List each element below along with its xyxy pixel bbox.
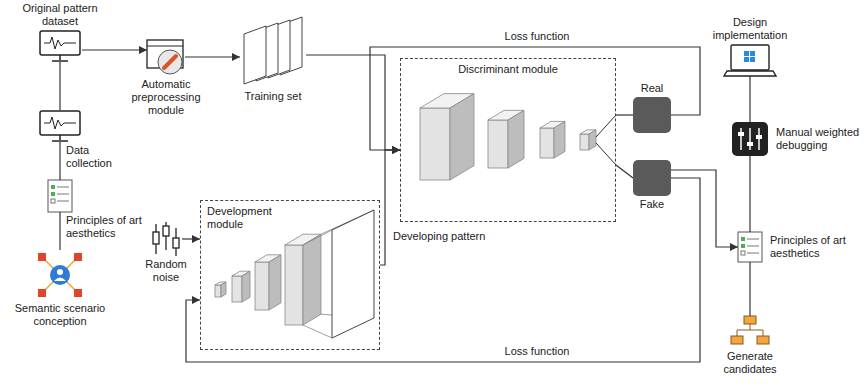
node-label: Real — [627, 82, 677, 95]
semantic-network-icon — [38, 253, 82, 297]
connector — [671, 170, 738, 247]
semantic-network: Semantic scenario conception — [35, 250, 85, 300]
connector — [59, 62, 60, 110]
aesthetics-document: Principles of art aesthetics — [48, 180, 72, 212]
candidates-tree: Generate candidates — [730, 316, 770, 348]
document-icon — [738, 232, 762, 262]
node-label: Development module — [207, 205, 287, 231]
label-wrap: Principles of art aesthetics — [66, 214, 146, 240]
aesthetics-document: Principles of art aesthetics — [738, 232, 762, 262]
connector — [185, 56, 240, 57]
label-wrap: Real — [627, 82, 677, 95]
node-label: Semantic scenario conception — [8, 302, 112, 328]
label-wrap: Automatic preprocessing module — [120, 78, 212, 117]
connector — [82, 49, 147, 50]
connector-label: Loss function — [490, 345, 584, 358]
label-wrap: Original pattern dataset — [12, 2, 108, 28]
node-label: Manual weighted debugging — [776, 126, 862, 152]
node-label: Design implementation — [704, 16, 796, 42]
label-wrap: Generate candidates — [700, 350, 800, 376]
debugging-sliders: Manual weighted debugging — [732, 122, 768, 156]
random-noise-icon — [153, 222, 179, 256]
connector-label: Developing pattern — [391, 230, 487, 243]
connector — [306, 55, 400, 150]
training-sheets — [244, 17, 302, 84]
connector — [616, 114, 633, 115]
connector — [749, 156, 750, 232]
data-collection-monitor: Data collection — [38, 110, 82, 142]
label-wrap: Design implementation — [704, 16, 796, 42]
node-label: Training set — [233, 90, 313, 103]
preprocessing-icon — [147, 40, 183, 74]
preprocessing-module: Automatic preprocessing module — [147, 38, 185, 76]
node-label: Original pattern dataset — [12, 2, 108, 28]
real-output: Real — [633, 97, 671, 133]
label-wrap: Training set — [233, 90, 313, 103]
node-label: Automatic preprocessing module — [120, 78, 212, 117]
connector — [182, 238, 200, 239]
connector — [380, 150, 400, 265]
connector — [370, 47, 700, 150]
node-label: Data collection — [66, 144, 138, 170]
node-label: Random noise — [134, 258, 198, 284]
connector-label: Loss function — [490, 30, 584, 43]
sliders-icon — [732, 122, 768, 156]
node-label: Fake — [627, 198, 677, 211]
label-wrap: Data collection — [66, 144, 138, 170]
connector — [59, 142, 60, 180]
discriminant-layers — [420, 94, 616, 180]
label-wrap: Manual weighted debugging — [776, 126, 862, 152]
fake-output: Fake — [633, 160, 671, 196]
tree-icon — [731, 316, 769, 344]
connector — [186, 178, 700, 362]
connector — [749, 262, 750, 316]
monitor-icon — [40, 111, 80, 141]
node-label: Generate candidates — [700, 350, 800, 376]
label-wrap: Principles of art aesthetics — [770, 234, 856, 260]
discriminant-module: Discriminant module — [400, 58, 616, 222]
connector — [59, 212, 60, 250]
random-noise: Random noise — [150, 222, 182, 256]
label-wrap: Development module — [207, 205, 287, 231]
monitor-icon — [40, 31, 80, 61]
dataset-monitor: Original pattern dataset — [38, 30, 82, 62]
label-wrap: Fake — [627, 198, 677, 211]
connector — [749, 76, 750, 122]
node-label: Principles of art aesthetics — [66, 214, 146, 240]
document-icon — [48, 180, 72, 212]
node-label: Discriminant module — [401, 63, 615, 76]
node-label: Principles of art aesthetics — [770, 234, 856, 260]
label-wrap: Random noise — [134, 258, 198, 284]
label-wrap: Semantic scenario conception — [8, 302, 112, 328]
connector — [616, 165, 633, 178]
training-set: Training set — [240, 22, 306, 88]
design-laptop: Design implementation — [727, 44, 773, 76]
label-wrap: Discriminant module — [401, 63, 615, 76]
laptop-icon — [724, 45, 776, 76]
development-module: Development module — [200, 200, 380, 350]
